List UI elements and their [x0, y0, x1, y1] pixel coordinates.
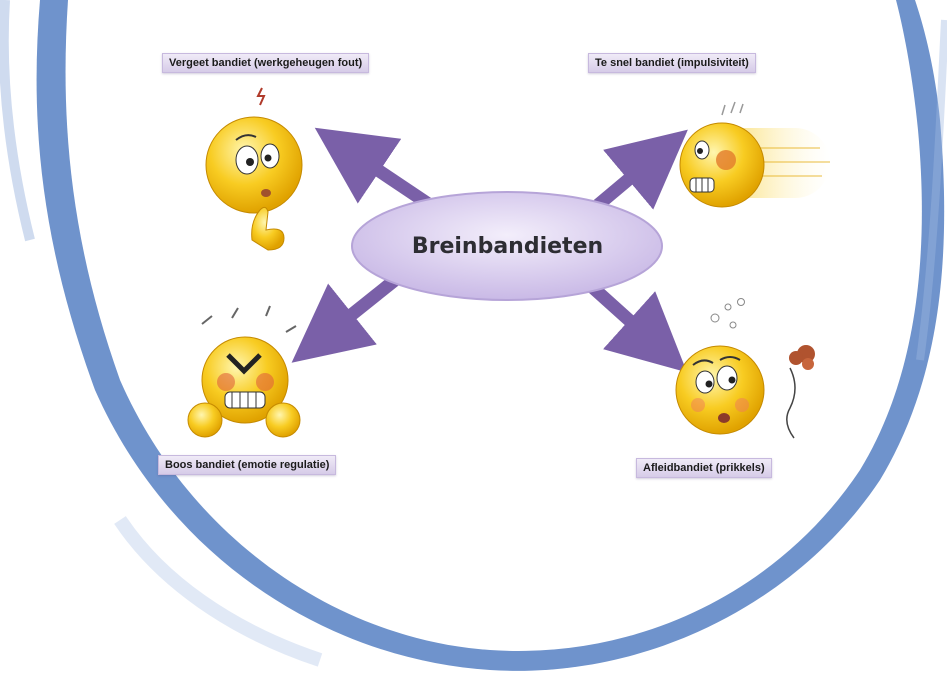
center-title: Breinbandieten [411, 233, 604, 259]
arrow-bottom-left [291, 274, 400, 363]
node-label-bottom-right: Afleidbandiet (prikkels) [636, 458, 772, 478]
angry-smiley-icon [187, 305, 301, 438]
arrow-bottom-right [585, 280, 688, 373]
node-label-bottom-left: Boos bandiet (emotie regulatie) [158, 455, 337, 475]
arrows [291, 127, 688, 373]
node-label-top-left: Vergeet bandiet (werkgeheugen fout) [162, 53, 370, 73]
arrow-top-left [314, 127, 434, 211]
node-label-top-right: Te snel bandiet (impulsiviteit) [588, 53, 756, 73]
thinking-smiley-icon [205, 87, 303, 251]
center-ellipse [351, 191, 663, 301]
arrow-top-right [593, 129, 688, 210]
speeding-smiley-icon [679, 101, 830, 208]
distracted-smiley-icon [675, 298, 815, 439]
